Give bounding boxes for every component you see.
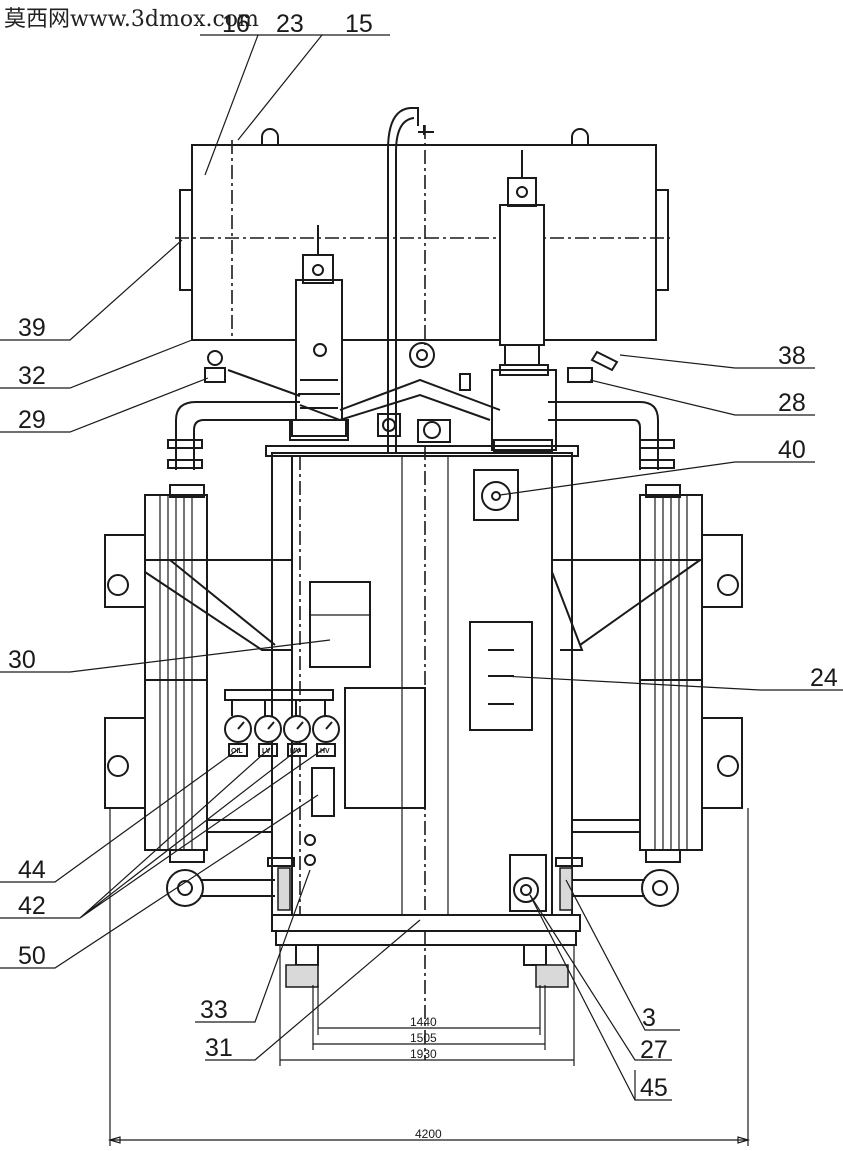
dim-4200: 4200 xyxy=(415,1127,442,1141)
dim-1440: 1440 xyxy=(410,1015,437,1029)
callout-31: 31 xyxy=(205,1034,233,1062)
gauge-oil-label: OIL xyxy=(231,748,243,755)
main-tank xyxy=(265,413,579,916)
header-pipe-left xyxy=(175,401,300,470)
callout-50: 50 xyxy=(18,942,46,970)
callout-33: 33 xyxy=(200,996,228,1024)
gauge-hv-label: HV xyxy=(320,748,330,755)
radiator-right xyxy=(551,484,743,863)
gas-pipe xyxy=(387,107,419,470)
callout-40: 40 xyxy=(778,436,806,464)
callout-labels: 16 23 15 39 32 29 38 28 40 30 24 44 42 5… xyxy=(8,10,838,1102)
callout-39: 39 xyxy=(18,314,46,342)
gauge-oil: OIL xyxy=(224,715,252,757)
nameplate-30 xyxy=(309,581,371,668)
conservator-tank xyxy=(175,125,670,345)
watermark: 莫西网www.3dmox.com xyxy=(4,7,259,32)
callout-45: 45 xyxy=(640,1074,668,1102)
dim-1505: 1505 xyxy=(410,1031,437,1045)
bushing-left xyxy=(289,225,349,441)
radiator-left xyxy=(104,484,292,863)
bushing-right xyxy=(491,150,557,451)
callout-29: 29 xyxy=(18,406,46,434)
callout-38: 38 xyxy=(778,342,806,370)
header-pipe-right xyxy=(548,401,659,470)
callout-16: 16 xyxy=(222,10,250,38)
callout-23: 23 xyxy=(276,10,304,38)
callout-24: 24 xyxy=(810,664,838,692)
callout-30: 30 xyxy=(8,646,36,674)
gauge-hv: HV xyxy=(312,715,340,757)
callout-32: 32 xyxy=(18,362,46,390)
bottom-pipe-left xyxy=(200,879,275,897)
dim-1930: 1930 xyxy=(410,1047,437,1061)
nameplate-24 xyxy=(469,621,533,731)
drain-valve-box xyxy=(509,854,547,912)
control-box xyxy=(344,687,426,809)
callout-44: 44 xyxy=(18,856,46,884)
callout-15: 15 xyxy=(345,10,373,38)
callout-27: 27 xyxy=(640,1036,668,1064)
bottom-pipe-right xyxy=(572,879,645,897)
flange-valve xyxy=(409,342,435,368)
callout-3: 3 xyxy=(642,1004,656,1032)
leader-lines xyxy=(0,34,843,1101)
indicator-40 xyxy=(473,469,519,521)
callout-42: 42 xyxy=(18,892,46,920)
callout-28: 28 xyxy=(778,389,806,417)
base-frame xyxy=(271,914,581,1060)
